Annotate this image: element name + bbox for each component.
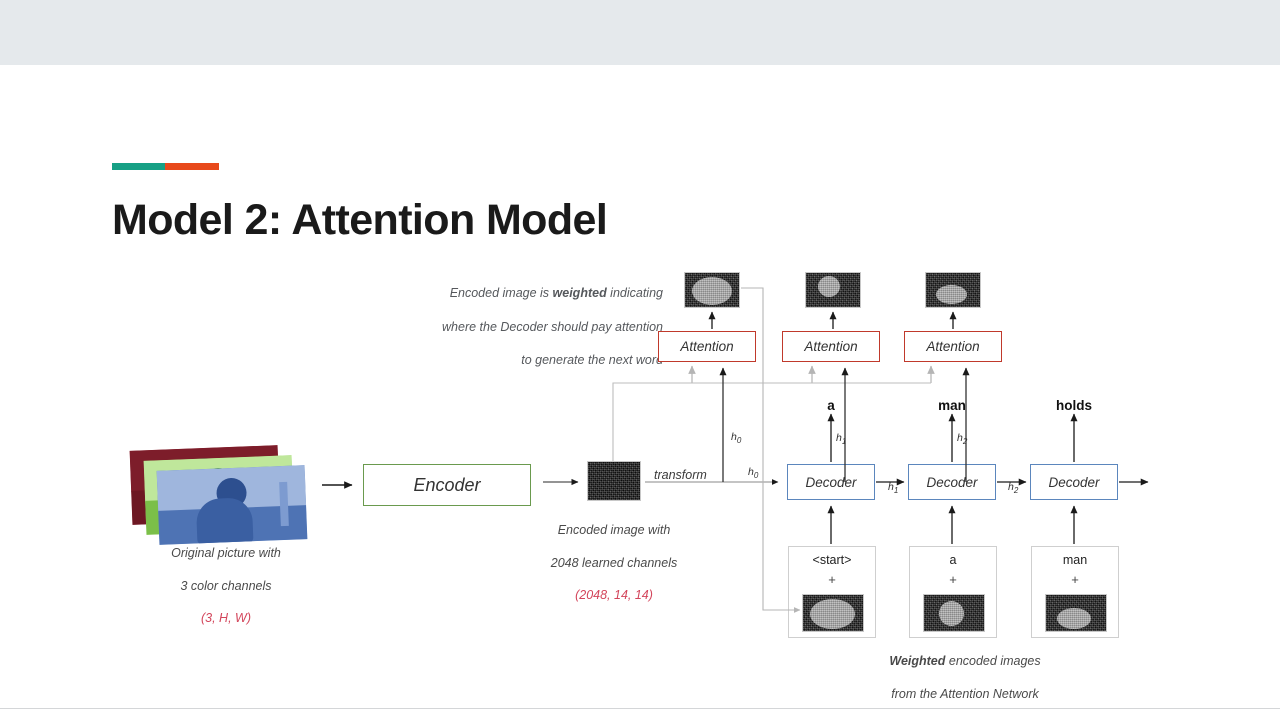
- hidden-state-label-h0-horizontal: h0: [748, 466, 759, 481]
- encoded-image-thumbnail: [587, 461, 641, 501]
- output-word-1: a: [827, 398, 835, 413]
- wire-encoded-to-attention-bus: [612, 382, 931, 461]
- input-plus-3: +: [1071, 572, 1079, 587]
- attention-note-line1: Encoded image is weighted indicating: [449, 285, 663, 300]
- encoded-image-caption-line2: 2048 learned channels: [550, 555, 678, 570]
- weighted-images-caption: Weighted encoded images from the Attenti…: [840, 637, 1090, 702]
- attention-box-1[interactable]: Attention: [658, 331, 756, 362]
- hidden-state-label-h2-horizontal: h2: [1008, 481, 1019, 496]
- weighted-images-caption-line2: from the Attention Network: [891, 686, 1039, 701]
- weighted-image-thumbnail-1: [684, 272, 740, 308]
- attention-note-emphasis: weighted: [552, 285, 607, 300]
- original-picture-caption: Original picture with 3 color channels (…: [132, 529, 320, 627]
- decoder-input-box-1[interactable]: <start> +: [788, 546, 876, 638]
- input-weighted-thumbnail-1: [802, 594, 864, 632]
- attention-label-3: Attention: [926, 339, 980, 354]
- decoder-input-box-2[interactable]: a +: [909, 546, 997, 638]
- decoder-box-1[interactable]: Decoder: [787, 464, 875, 500]
- decoder-box-2[interactable]: Decoder: [908, 464, 996, 500]
- hidden-state-label-h2-vertical: h2: [957, 432, 968, 447]
- original-picture-shape: (3, H, W): [201, 611, 251, 626]
- decoder-label-3: Decoder: [1048, 474, 1100, 490]
- transform-label: transform: [654, 468, 707, 482]
- encoder-box[interactable]: Encoder: [363, 464, 531, 506]
- page-title: Model 2: Attention Model: [112, 196, 608, 244]
- hidden-state-label-h1-horizontal: h1: [888, 481, 899, 496]
- input-plus-1: +: [828, 572, 836, 587]
- hidden-state-label-h1-vertical: h1: [836, 432, 847, 447]
- accent-segment-green: [112, 163, 165, 170]
- input-word-1: <start>: [812, 553, 852, 567]
- weighted-images-caption-line1: Weighted encoded images: [889, 654, 1041, 669]
- input-word-2: a: [949, 553, 957, 567]
- original-picture-caption-line1: Original picture with: [171, 546, 281, 561]
- title-accent-bar: [112, 163, 219, 170]
- weighted-image-thumbnail-2: [805, 272, 861, 308]
- accent-segment-orange: [165, 163, 219, 170]
- decoder-box-3[interactable]: Decoder: [1030, 464, 1118, 500]
- input-weighted-thumbnail-2: [923, 594, 985, 632]
- decoder-input-box-3[interactable]: man +: [1031, 546, 1119, 638]
- attention-note-line3: to generate the next word: [521, 353, 663, 368]
- encoded-image-caption: Encoded image with 2048 learned channels…: [522, 506, 706, 604]
- output-word-3: holds: [1056, 398, 1092, 413]
- output-word-2: man: [938, 398, 966, 413]
- window-header-bar: [0, 0, 1280, 65]
- weighted-caption-emphasis: Weighted: [889, 654, 946, 669]
- input-plus-2: +: [949, 572, 957, 587]
- attention-box-3[interactable]: Attention: [904, 331, 1002, 362]
- encoder-label: Encoder: [413, 474, 481, 495]
- attention-label-2: Attention: [804, 339, 858, 354]
- slide-bottom-divider: [0, 708, 1280, 709]
- original-picture-caption-line2: 3 color channels: [180, 578, 272, 593]
- encoded-image-shape: (2048, 14, 14): [575, 588, 653, 603]
- encoded-image-caption-line1: Encoded image with: [557, 523, 671, 538]
- attention-note-line2: where the Decoder should pay attention: [442, 319, 663, 334]
- wire-weighted-thumbnail-to-input-1: [741, 287, 801, 613]
- hidden-state-label-h0-vertical: h0: [731, 431, 742, 446]
- decoder-label-2: Decoder: [926, 474, 978, 490]
- input-weighted-thumbnail-3: [1045, 594, 1107, 632]
- attention-label-1: Attention: [680, 339, 734, 354]
- attention-box-2[interactable]: Attention: [782, 331, 880, 362]
- decoder-label-1: Decoder: [805, 474, 857, 490]
- input-word-3: man: [1062, 553, 1088, 567]
- weighted-image-thumbnail-3: [925, 272, 981, 308]
- attention-note-text: Encoded image is weighted indicating whe…: [363, 268, 663, 369]
